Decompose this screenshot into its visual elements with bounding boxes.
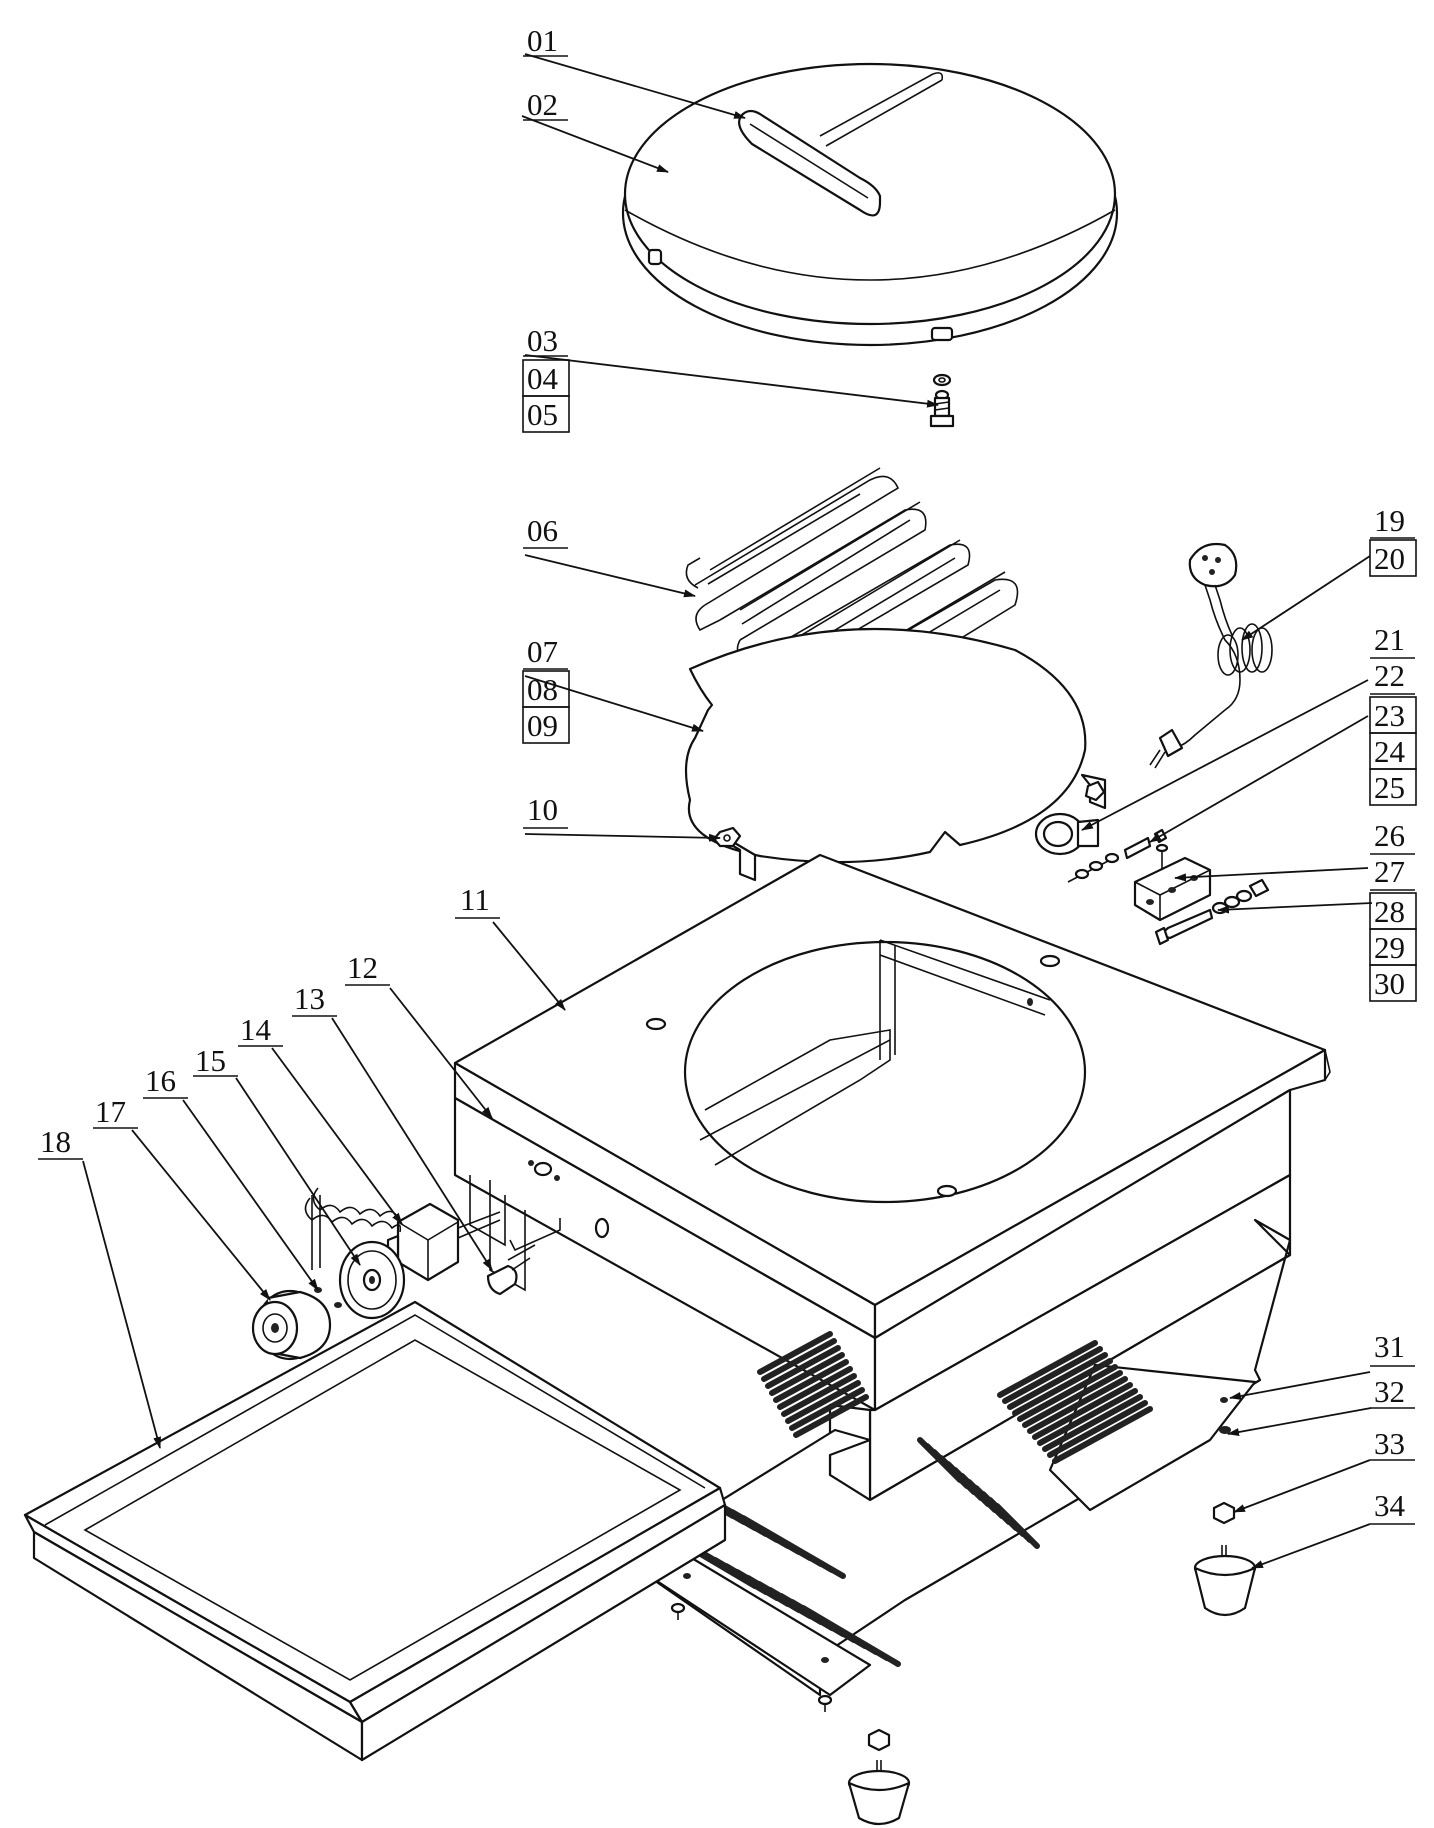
vent-slot [757, 1331, 833, 1375]
label-22: 22 [1374, 658, 1405, 693]
foot-right [1193, 1501, 1257, 1617]
vent-slot [1037, 1388, 1138, 1446]
dial-plate [338, 1240, 406, 1320]
vent-slot [1017, 1364, 1118, 1422]
vent-slot [1042, 1394, 1143, 1452]
label-34: 34 [1374, 1488, 1406, 1523]
label-25: 25 [1374, 770, 1405, 805]
label-11: 11 [460, 882, 490, 917]
vent-slot [765, 1345, 841, 1389]
main-body [453, 853, 1331, 1502]
label-02: 02 [527, 87, 558, 122]
label-30: 30 [1374, 966, 1405, 1001]
vent-slots [597, 1331, 1153, 1667]
vent-slot [1052, 1406, 1153, 1464]
label-06: 06 [527, 513, 558, 548]
vent-slot [789, 1387, 865, 1431]
label-17: 17 [95, 1094, 126, 1129]
label-03: 03 [527, 323, 558, 358]
vent-slot [1002, 1346, 1103, 1404]
vent-slot [785, 1380, 861, 1424]
bottom-plate [597, 1218, 1292, 1697]
leader-lines [82, 53, 1373, 1569]
power-cord [1149, 542, 1273, 769]
terminal-block [1067, 828, 1270, 946]
lid-fasteners [929, 373, 955, 428]
label-26: 26 [1374, 818, 1405, 853]
drip-tray [23, 1300, 727, 1762]
label-14: 14 [240, 1012, 272, 1047]
vent-slot [777, 1366, 853, 1410]
label-08: 08 [527, 672, 558, 707]
vent-slot [1022, 1370, 1123, 1428]
vent-slot [994, 1503, 1040, 1549]
vent-slot [769, 1352, 845, 1396]
lid [621, 62, 1119, 347]
vent-slot [997, 1340, 1098, 1398]
part-labels: 01 02 03 04 05 06 07 08 09 10 11 12 13 1… [38, 23, 1417, 1525]
heater-plate [684, 627, 1107, 882]
vent-slot [800, 1605, 901, 1667]
label-31: 31 [1374, 1329, 1405, 1364]
label-16: 16 [145, 1063, 176, 1098]
label-05: 05 [527, 397, 558, 432]
label-21: 21 [1374, 622, 1405, 657]
lid-handle [738, 72, 944, 217]
label-27: 27 [1374, 854, 1405, 889]
thermostat [304, 1187, 536, 1296]
vent-slot [740, 1515, 846, 1579]
label-24: 24 [1374, 734, 1406, 769]
label-10: 10 [527, 792, 558, 827]
foot-front [847, 1728, 911, 1826]
label-29: 29 [1374, 930, 1405, 965]
label-20: 20 [1374, 541, 1405, 576]
label-18: 18 [40, 1124, 71, 1159]
label-28: 28 [1374, 894, 1405, 929]
vent-slot [773, 1359, 849, 1403]
vent-slot [781, 1373, 857, 1417]
vent-slot [1047, 1400, 1148, 1458]
vent-slot [793, 1394, 869, 1438]
label-32: 32 [1374, 1374, 1405, 1409]
knob [251, 1289, 332, 1361]
vent-slot [1012, 1358, 1113, 1416]
label-23: 23 [1374, 698, 1405, 733]
label-19: 19 [1374, 503, 1405, 538]
vent-slot [1027, 1376, 1128, 1434]
label-07: 07 [527, 634, 558, 669]
label-33: 33 [1374, 1426, 1405, 1461]
label-09: 09 [527, 708, 558, 743]
label-12: 12 [347, 950, 378, 985]
label-01: 01 [527, 23, 558, 58]
vent-slot [1007, 1352, 1108, 1410]
vent-slot [761, 1338, 837, 1382]
label-04: 04 [527, 361, 559, 396]
label-13: 13 [294, 981, 325, 1016]
vent-slot [1032, 1382, 1133, 1440]
label-15: 15 [195, 1043, 226, 1078]
